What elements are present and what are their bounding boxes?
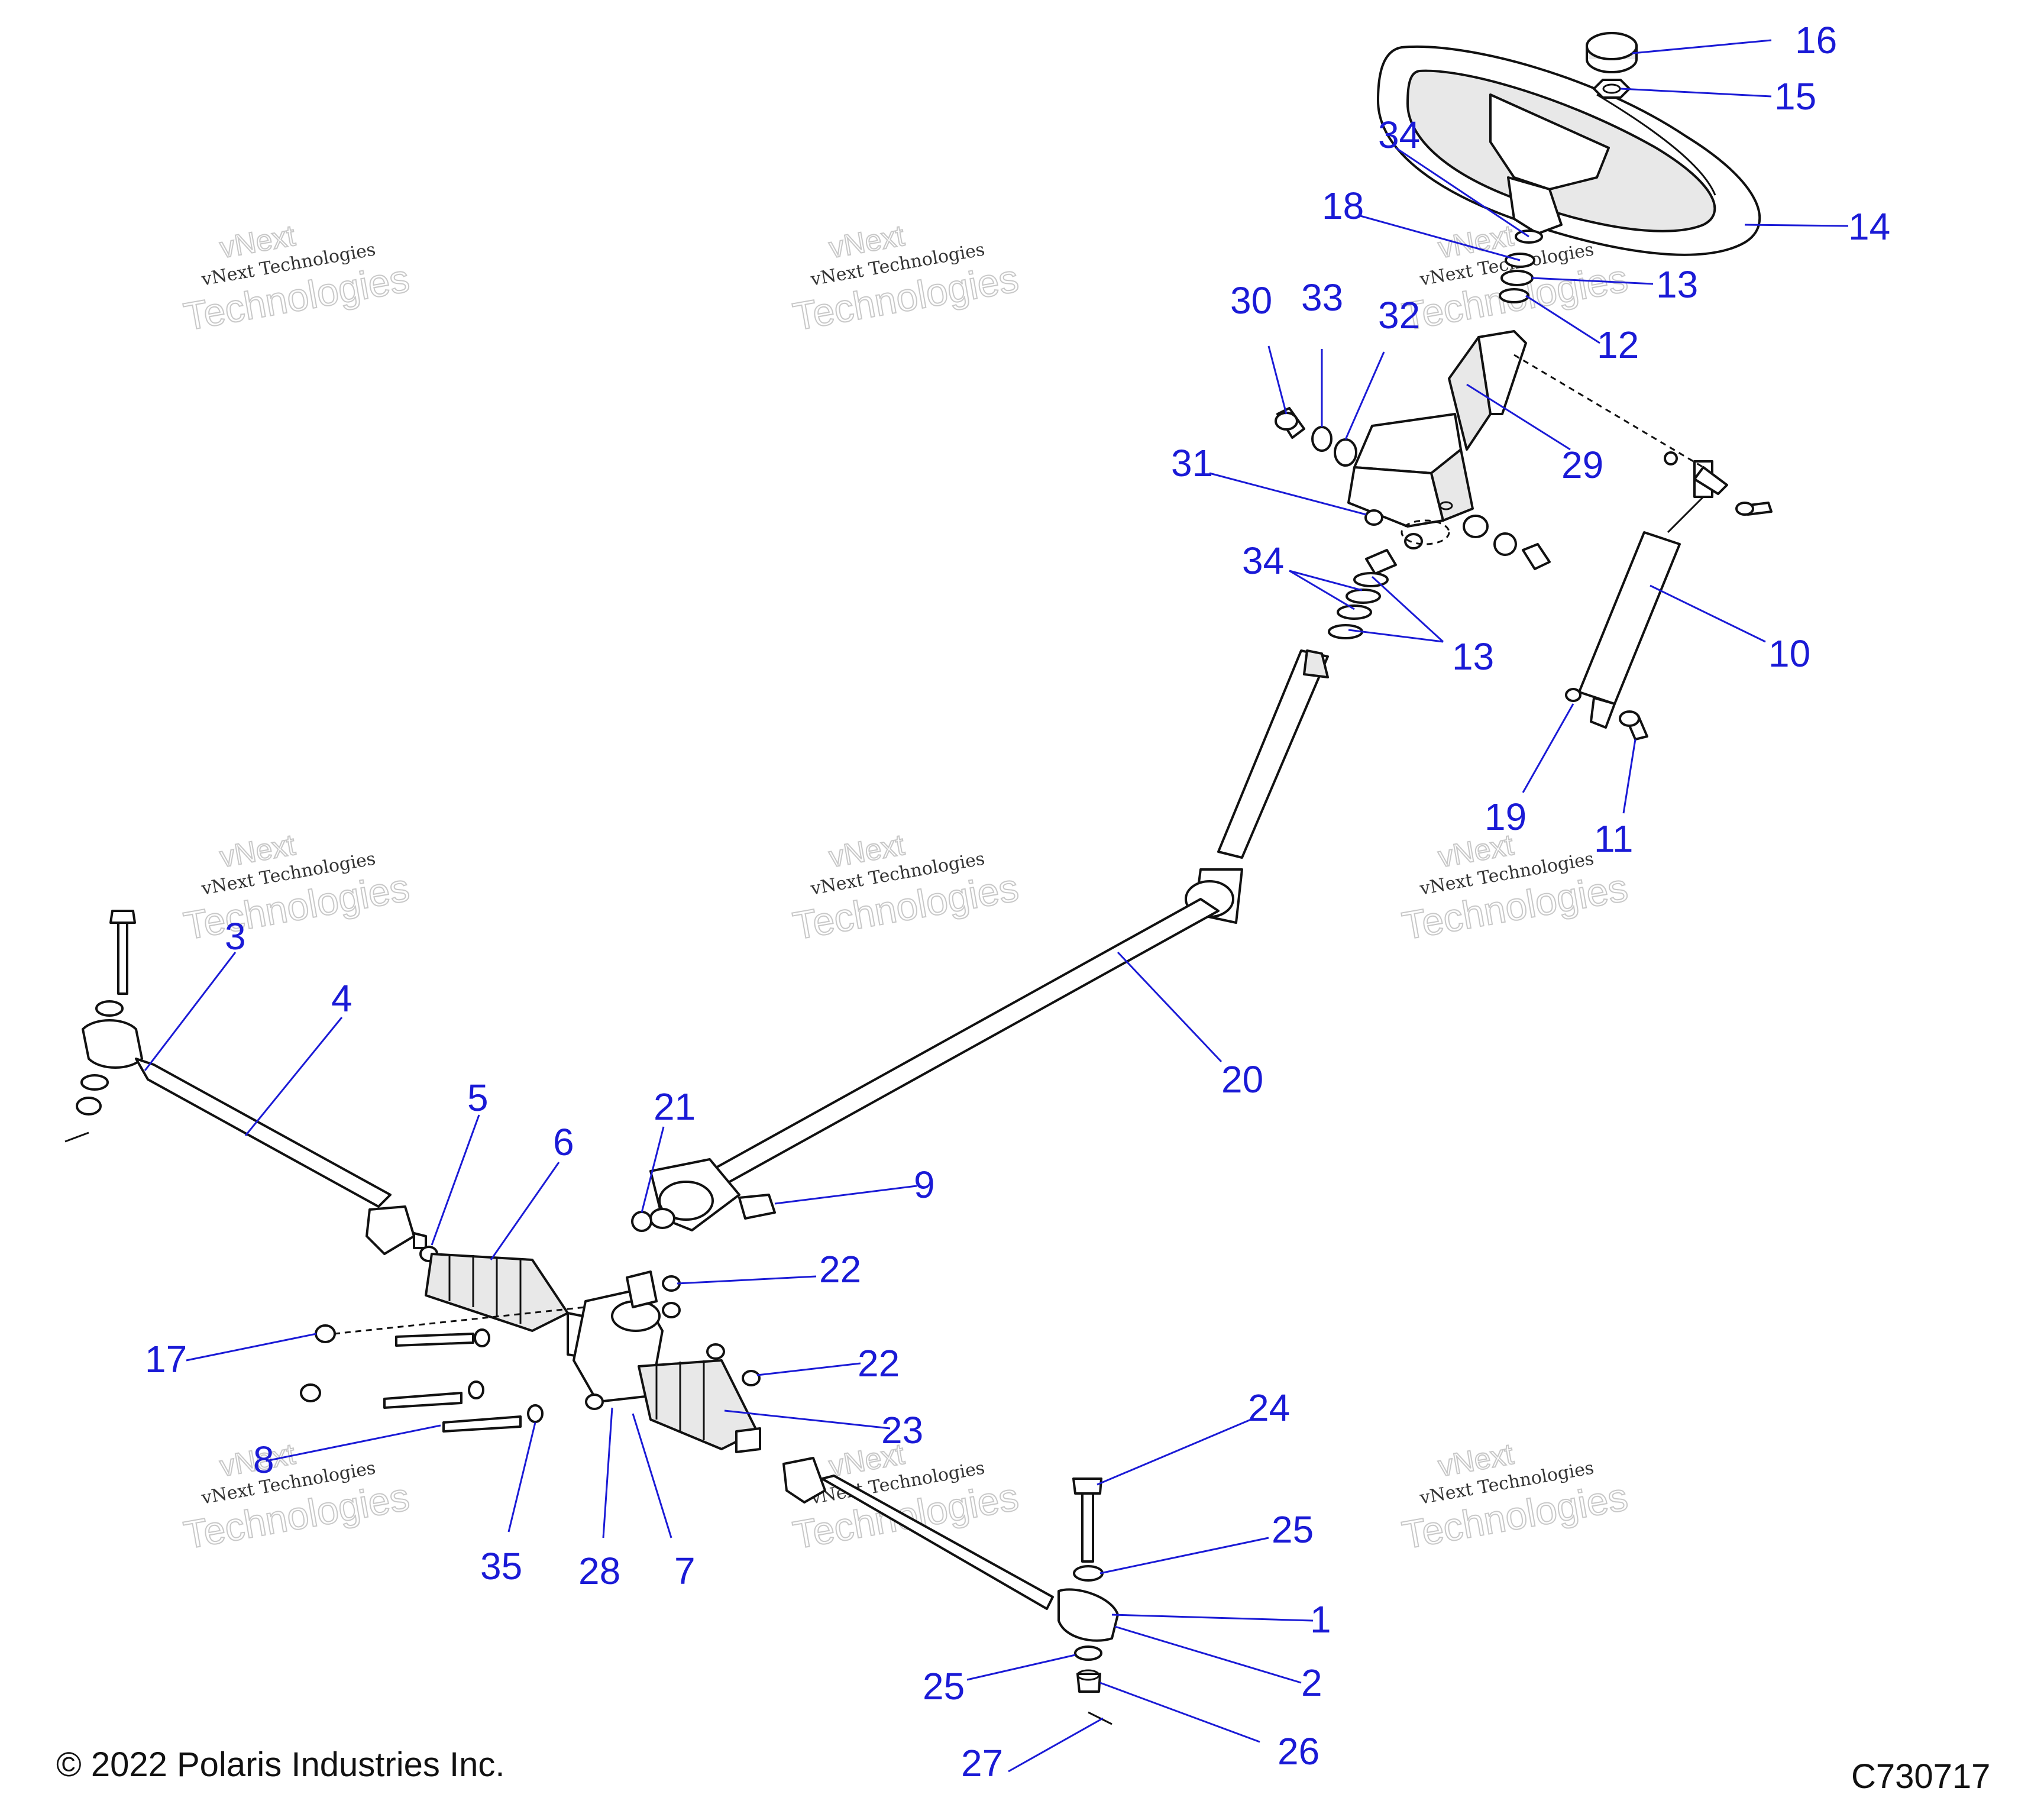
- callout-21: 21: [654, 1085, 696, 1128]
- bracket-right-hardware: [1401, 515, 1551, 570]
- callout-23: 23: [881, 1409, 923, 1451]
- callout-19: 19: [1485, 796, 1526, 838]
- leader-lines: [144, 39, 1849, 1773]
- callout-7: 7: [674, 1550, 696, 1592]
- callout-34-mid: 34: [1242, 539, 1284, 582]
- callout-14: 14: [1848, 205, 1890, 248]
- callout-13-mid: 13: [1452, 635, 1494, 678]
- callout-13-top: 13: [1656, 263, 1698, 306]
- callout-11: 11: [1594, 817, 1633, 860]
- callout-9: 9: [914, 1163, 935, 1206]
- tilt-cylinder: [1513, 354, 1773, 741]
- callout-12: 12: [1597, 324, 1639, 366]
- callout-29: 29: [1561, 444, 1603, 486]
- callout-10: 10: [1768, 632, 1810, 675]
- steering-rack: [425, 1253, 761, 1453]
- callout-25-bottom: 25: [923, 1665, 965, 1708]
- right-tie-rod: [782, 1457, 1119, 1725]
- callout-33: 33: [1301, 276, 1343, 319]
- column-washers: [1328, 549, 1397, 639]
- steering-wheel-cap: [1586, 32, 1638, 73]
- callout-16: 16: [1795, 19, 1837, 62]
- callout-3: 3: [225, 915, 246, 958]
- callout-31: 31: [1171, 442, 1213, 484]
- callout-34-top: 34: [1378, 114, 1420, 156]
- callout-28: 28: [578, 1550, 620, 1592]
- steering-wheel: [1377, 45, 1761, 256]
- callout-30: 30: [1230, 279, 1272, 322]
- callout-15: 15: [1774, 75, 1816, 118]
- callout-8: 8: [253, 1438, 274, 1481]
- bracket-left-hardware: [1275, 407, 1383, 526]
- left-tie-rod: [64, 910, 438, 1262]
- callout-2: 2: [1301, 1661, 1322, 1704]
- steering-column-bracket: [1347, 330, 1527, 528]
- callout-1: 1: [1310, 1598, 1331, 1641]
- rack-hardware: [300, 1275, 761, 1433]
- diagram-code: C730717: [1851, 1757, 1991, 1796]
- callout-27: 27: [961, 1742, 1003, 1784]
- callout-5: 5: [467, 1076, 489, 1119]
- callout-6: 6: [553, 1121, 574, 1163]
- callout-18: 18: [1322, 185, 1364, 227]
- callout-22-bottom: 22: [858, 1342, 900, 1385]
- callout-24: 24: [1248, 1386, 1290, 1429]
- callout-22-top: 22: [819, 1248, 861, 1291]
- callout-4: 4: [331, 977, 352, 1020]
- callout-32: 32: [1378, 294, 1420, 337]
- callout-26: 26: [1278, 1730, 1319, 1773]
- callouts: 16 15 34 18 14 13 12 30 33 32 29 31 34 1…: [145, 19, 1890, 1784]
- watermark-group: vNext vNext Technologies Technologies vN…: [180, 218, 1631, 1558]
- copyright-text: © 2022 Polaris Industries Inc.: [56, 1745, 505, 1784]
- steering-shaft: [631, 649, 1329, 1232]
- callout-25-top: 25: [1272, 1508, 1314, 1551]
- callout-35: 35: [480, 1545, 522, 1588]
- callout-17: 17: [145, 1338, 187, 1380]
- callout-20: 20: [1221, 1058, 1263, 1101]
